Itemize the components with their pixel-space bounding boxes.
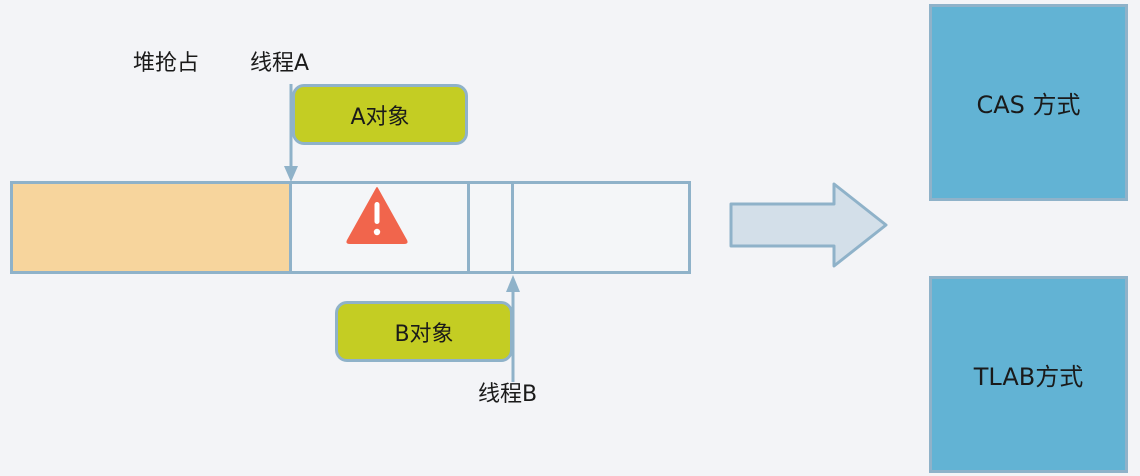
object-b-box: B对象 — [335, 301, 513, 362]
object-a-box: A对象 — [292, 84, 468, 145]
tlab-mode-box: TLAB方式 — [929, 276, 1128, 473]
thread-b-pointer-arrow — [506, 275, 520, 382]
tlab-mode-label: TLAB方式 — [973, 363, 1084, 391]
warning-icon — [346, 187, 408, 244]
thread-a-label: 线程A — [250, 51, 310, 76]
free-memory-segment — [511, 181, 691, 274]
thread-b-label: 线程B — [478, 382, 538, 407]
used-memory-segment — [10, 181, 292, 274]
cas-mode-label: CAS 方式 — [976, 91, 1081, 119]
heap-contention-label: 堆抢占 — [133, 51, 200, 76]
object-a-label: A对象 — [350, 104, 410, 130]
cas-mode-box: CAS 方式 — [929, 4, 1128, 201]
thread-a-pointer-arrow — [284, 84, 298, 182]
object-b-label: B对象 — [394, 321, 454, 347]
right-arrow-icon — [729, 182, 888, 268]
